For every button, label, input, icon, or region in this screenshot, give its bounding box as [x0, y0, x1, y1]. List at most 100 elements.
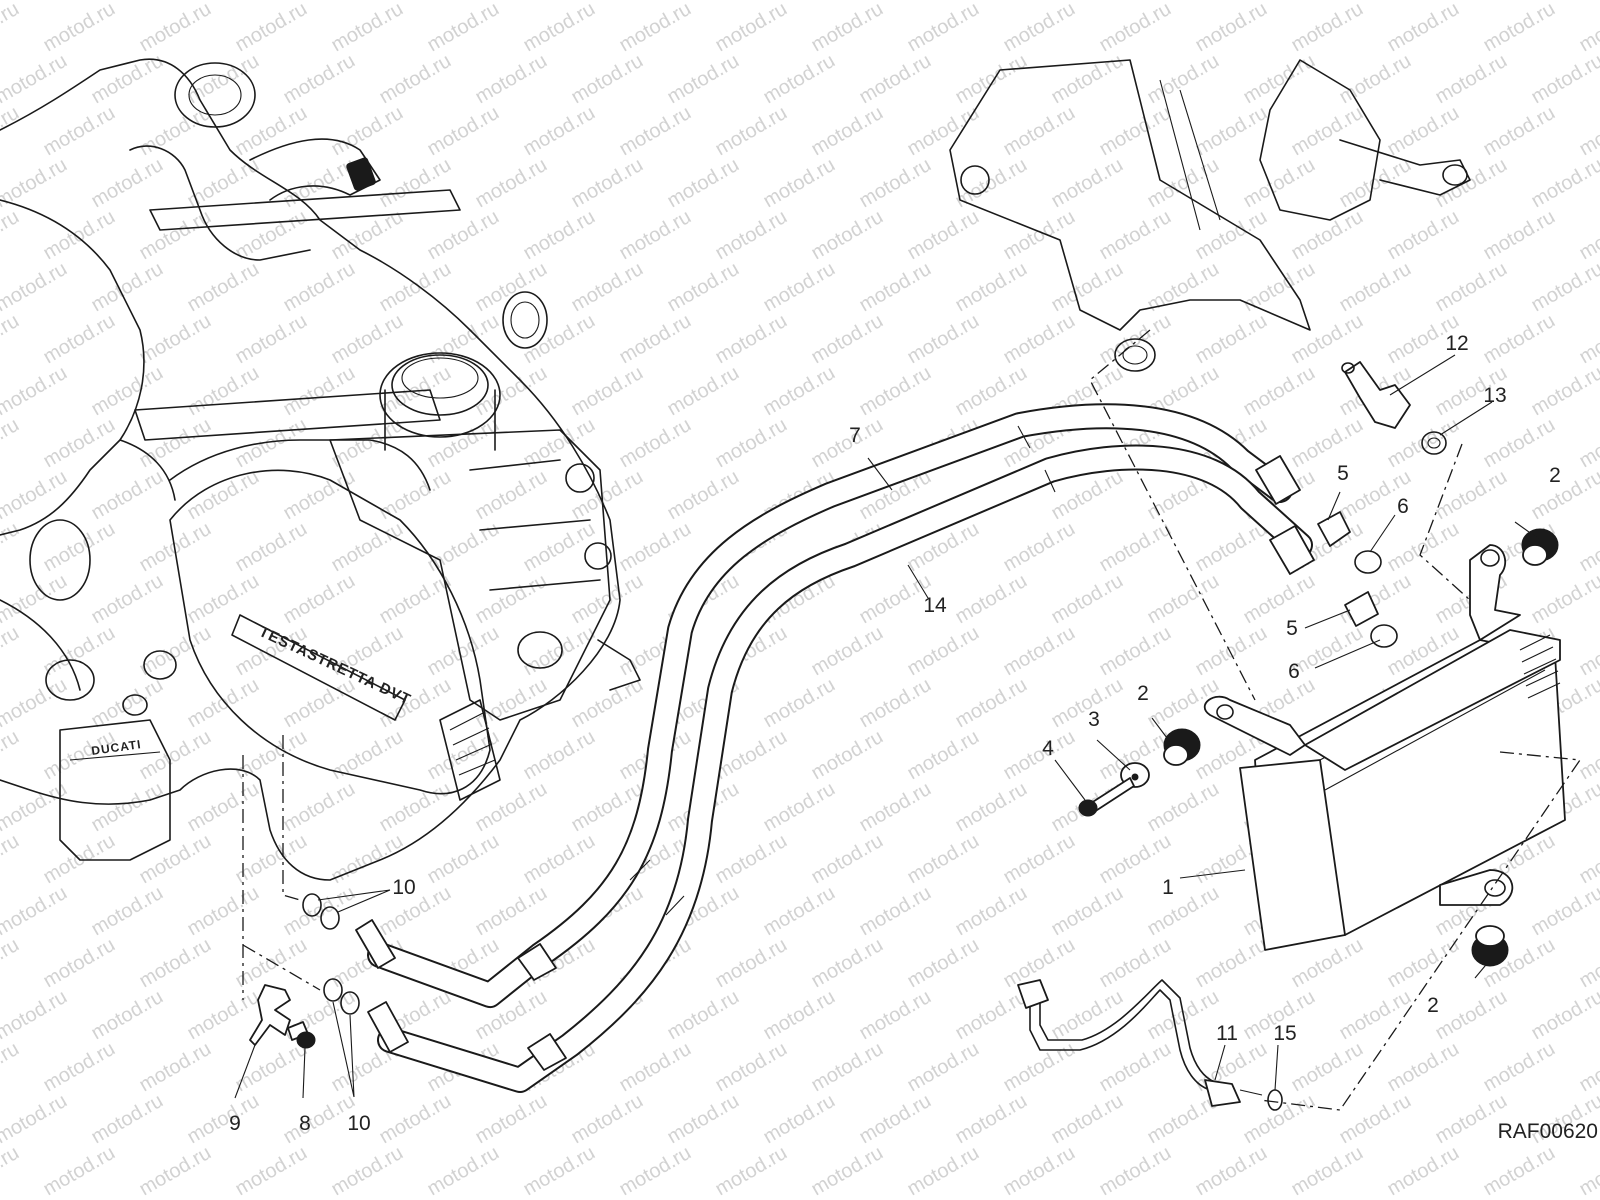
watermark-text: motod.ru — [280, 570, 359, 629]
watermark-text: motod.ru — [1096, 934, 1175, 993]
watermark-text: motod.ru — [232, 518, 311, 577]
watermark-text: motod.ru — [472, 570, 551, 629]
watermark-text: motod.ru — [1576, 830, 1600, 889]
watermark-text: motod.ru — [40, 102, 119, 161]
watermark-text: motod.ru — [280, 154, 359, 213]
callout-10: 10 — [392, 876, 415, 899]
washer-15 — [1267, 1089, 1283, 1111]
watermark-text: motod.ru — [232, 206, 311, 265]
watermark-text: motod.ru — [808, 310, 887, 369]
watermark-text: motod.ru — [1288, 310, 1367, 369]
watermark-text: motod.ru — [280, 362, 359, 421]
watermark-text: motod.ru — [952, 882, 1031, 941]
watermark-text: motod.ru — [520, 310, 599, 369]
watermark-text: motod.ru — [1000, 310, 1079, 369]
watermark-text: motod.ru — [904, 0, 983, 56]
callout-6: 6 — [1288, 660, 1300, 683]
watermark-text: motod.ru — [1096, 0, 1175, 56]
watermark-text: motod.ru — [1384, 102, 1463, 161]
watermark-text: motod.ru — [1576, 206, 1600, 265]
watermark-text: motod.ru — [664, 154, 743, 213]
watermark-text: motod.ru — [424, 1142, 503, 1200]
watermark-text: motod.ru — [280, 258, 359, 317]
watermark-text: motod.ru — [88, 570, 167, 629]
watermark-text: motod.ru — [1144, 570, 1223, 629]
watermark-text: motod.ru — [0, 258, 71, 317]
watermark-text: motod.ru — [904, 934, 983, 993]
watermark-text: motod.ru — [88, 258, 167, 317]
callout-2: 2 — [1427, 994, 1439, 1017]
watermark-text: motod.ru — [1096, 206, 1175, 265]
watermark-text: motod.ru — [952, 154, 1031, 213]
watermark-text: motod.ru — [1384, 1142, 1463, 1200]
watermark-text: motod.ru — [712, 310, 791, 369]
watermark-text: motod.ru — [280, 466, 359, 525]
watermark-text: motod.ru — [184, 362, 263, 421]
watermark-text: motod.ru — [0, 1038, 23, 1097]
bolt-8 — [287, 1021, 316, 1049]
watermark-text: motod.ru — [328, 518, 407, 577]
watermark-text: motod.ru — [1096, 622, 1175, 681]
watermark-text: motod.ru — [1192, 102, 1271, 161]
watermark-text: motod.ru — [1432, 466, 1511, 525]
watermark-text: motod.ru — [1192, 622, 1271, 681]
watermark-text: motod.ru — [952, 362, 1031, 421]
watermark-text: motod.ru — [328, 0, 407, 56]
watermark-text: motod.ru — [760, 1090, 839, 1149]
callout-labels: 1 2 2 2 3 4 5 5 6 6 7 8 9 10 10 11 12 13… — [229, 332, 1561, 1135]
watermark-text: motod.ru — [1000, 830, 1079, 889]
watermark-text: motod.ru — [1240, 154, 1319, 213]
grommet-2-top — [1521, 528, 1559, 566]
watermark-text: motod.ru — [232, 1038, 311, 1097]
watermark-text: motod.ru — [0, 414, 23, 473]
watermark-text: motod.ru — [712, 1038, 791, 1097]
watermark-text: motod.ru — [424, 206, 503, 265]
watermark-text: motod.ru — [616, 102, 695, 161]
watermark-text: motod.ru — [0, 726, 23, 785]
watermark-text: motod.ru — [424, 726, 503, 785]
watermark-text: motod.ru — [1192, 206, 1271, 265]
watermark-text: motod.ru — [40, 414, 119, 473]
watermark-text: motod.ru — [88, 674, 167, 733]
watermark-text: motod.ru — [520, 1142, 599, 1200]
watermark-text: motod.ru — [88, 154, 167, 213]
watermark-text: motod.ru — [712, 934, 791, 993]
watermark-text: motod.ru — [808, 830, 887, 889]
watermark-text: motod.ru — [1528, 50, 1600, 109]
watermark-text: motod.ru — [568, 1090, 647, 1149]
watermark-text: motod.ru — [232, 1142, 311, 1200]
watermark-text: motod.ru — [1288, 414, 1367, 473]
watermark-text: motod.ru — [904, 310, 983, 369]
watermark-text: motod.ru — [1048, 570, 1127, 629]
watermark-text: motod.ru — [0, 882, 71, 941]
watermark-text: motod.ru — [0, 102, 23, 161]
watermark-text: motod.ru — [0, 0, 23, 56]
watermark-text: motod.ru — [664, 362, 743, 421]
watermark-text: motod.ru — [328, 726, 407, 785]
watermark-text: motod.ru — [856, 882, 935, 941]
watermark-text: motod.ru — [88, 50, 167, 109]
watermark-text: motod.ru — [904, 206, 983, 265]
watermark-text: motod.ru — [1144, 778, 1223, 837]
watermark-text: motod.ru — [1096, 1142, 1175, 1200]
watermark-text: motod.ru — [0, 466, 71, 525]
watermark-text: motod.ru — [1048, 50, 1127, 109]
watermark-text: motod.ru — [664, 1090, 743, 1149]
watermark-text: motod.ru — [1000, 622, 1079, 681]
watermark-text: motod.ru — [1432, 50, 1511, 109]
watermark-text: motod.ru — [1336, 986, 1415, 1045]
watermark-text: motod.ru — [760, 778, 839, 837]
watermark-text: motod.ru — [136, 206, 215, 265]
watermark-text: motod.ru — [40, 518, 119, 577]
callout-12: 12 — [1445, 332, 1468, 355]
watermark-text: motod.ru — [184, 778, 263, 837]
watermark-text: motod.ru — [1048, 258, 1127, 317]
watermark-text: motod.ru — [904, 830, 983, 889]
callout-6: 6 — [1397, 495, 1409, 518]
watermark-text: motod.ru — [1528, 986, 1600, 1045]
callout-5: 5 — [1286, 617, 1298, 640]
sensor-12 — [1341, 361, 1411, 429]
watermark-text: motod.ru — [568, 258, 647, 317]
watermark-text: motod.ru — [1528, 362, 1600, 421]
watermark-text: motod.ru — [616, 518, 695, 577]
